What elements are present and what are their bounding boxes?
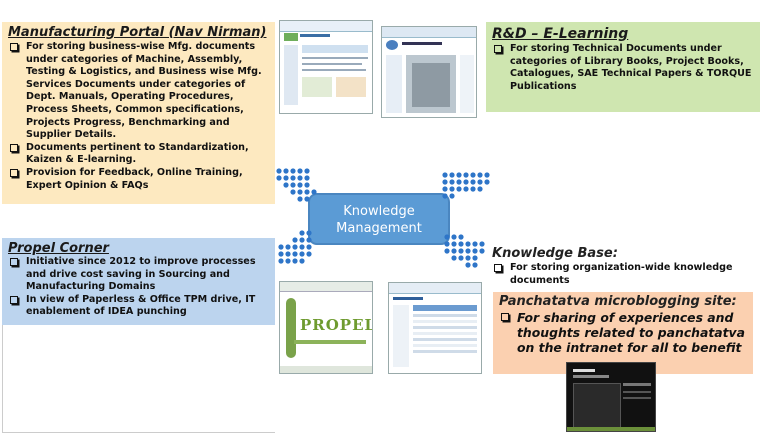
- checkbox-bullet-icon: [10, 258, 18, 266]
- dotted-arrow-upper-right: [442, 172, 490, 199]
- list-item: In view of Paperless & Office TPM drive,…: [8, 294, 269, 319]
- checkbox-bullet-icon: [10, 168, 18, 177]
- dotted-arrow-lower-right: [444, 234, 485, 268]
- knowledge-base-panel: Knowledge Base: For storing organization…: [486, 244, 761, 292]
- propel-corner-frame: [2, 325, 275, 433]
- checkbox-bullet-icon: [10, 43, 18, 51]
- knowledge-management-label: Knowledge Management: [336, 204, 422, 236]
- propel-corner-list: Initiative since 2012 to improve process…: [8, 256, 269, 319]
- manufacturing-portal-list: For storing business-wise Mfg. documents…: [8, 41, 269, 192]
- list-item: Provision for Feedback, Online Training,…: [8, 167, 269, 192]
- propel-logo-text: PROPEL: [300, 316, 373, 334]
- list-item: For storing organization-wide knowledge …: [492, 262, 755, 287]
- list-item: For sharing of experiences and thoughts …: [499, 310, 747, 355]
- panchatatva-panel: Panchatatva microblogging site: For shar…: [493, 292, 753, 374]
- knowledge-base-list: For storing organization-wide knowledge …: [492, 262, 755, 287]
- dotted-arrow-lower-left: [278, 230, 312, 264]
- dotted-arrow-upper-left: [276, 168, 317, 202]
- rnd-elearning-screenshot: [381, 26, 477, 118]
- rnd-elearning-title: R&D – E-Learning: [492, 26, 629, 42]
- checkbox-bullet-icon: [494, 264, 502, 272]
- list-item: Initiative since 2012 to improve process…: [8, 256, 269, 294]
- panchatatva-title: Panchatatva microblogging site:: [499, 294, 737, 309]
- rnd-elearning-panel: R&D – E-Learning For storing Technical D…: [486, 22, 760, 112]
- checkbox-bullet-icon: [10, 143, 18, 152]
- panchatatva-screenshot: [566, 362, 656, 432]
- propel-corner-panel: Propel Corner Initiative since 2012 to i…: [2, 238, 275, 325]
- manufacturing-portal-title: Manufacturing Portal (Nav Nirman): [8, 25, 267, 40]
- checkbox-bullet-icon: [10, 295, 18, 304]
- panchatatva-list: For sharing of experiences and thoughts …: [499, 310, 747, 355]
- checkbox-bullet-icon: [501, 313, 509, 321]
- knowledge-management-node: Knowledge Management: [308, 193, 450, 245]
- checkbox-bullet-icon: [494, 45, 502, 53]
- list-item: Documents pertinent to Standardization, …: [8, 142, 269, 167]
- manufacturing-portal-screenshot: [279, 20, 373, 114]
- propel-screenshot: PROPEL: [279, 281, 373, 374]
- list-item: For storing Technical Documents under ca…: [492, 43, 754, 93]
- knowledge-base-screenshot: [388, 282, 482, 374]
- propel-corner-title: Propel Corner: [8, 241, 109, 256]
- manufacturing-portal-panel: Manufacturing Portal (Nav Nirman) For st…: [2, 22, 275, 204]
- list-item: For storing business-wise Mfg. documents…: [8, 41, 269, 142]
- rnd-elearning-list: For storing Technical Documents under ca…: [492, 43, 754, 93]
- knowledge-base-title: Knowledge Base:: [492, 246, 618, 261]
